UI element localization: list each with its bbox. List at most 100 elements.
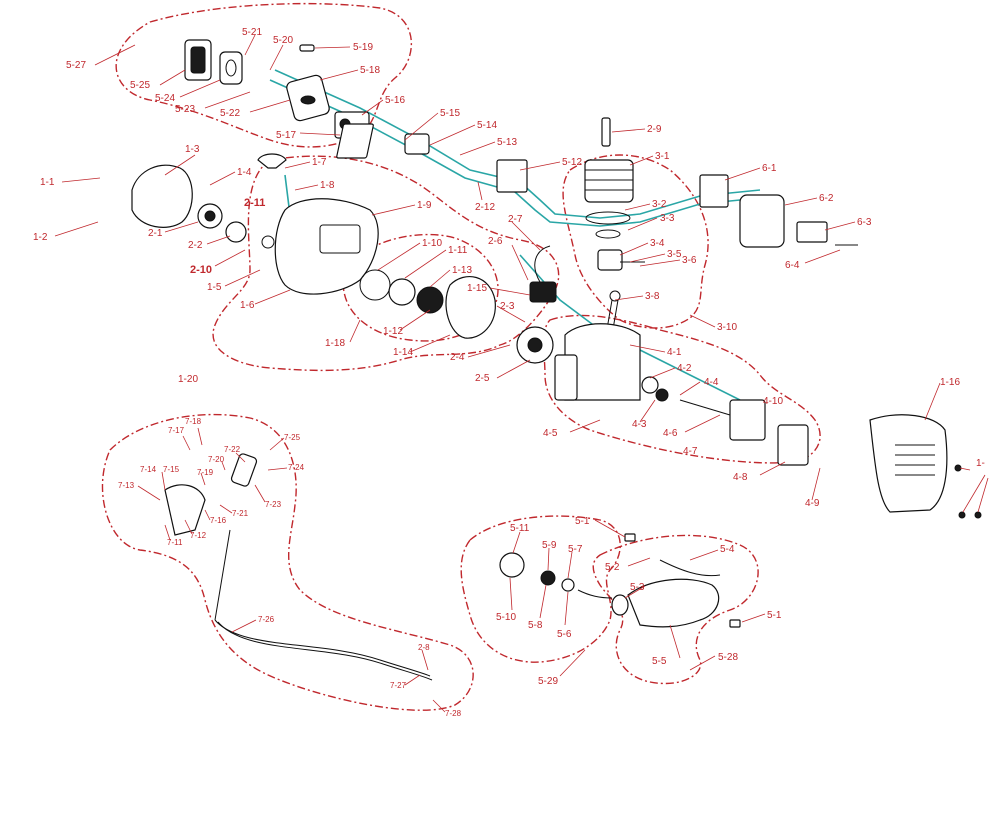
label-7-13: 7-13	[118, 481, 135, 490]
label-5-23: 5-23	[175, 104, 195, 115]
crankcase	[564, 323, 641, 401]
washer-2-10	[261, 235, 275, 249]
label-2-1: 2-1	[148, 228, 163, 239]
seal-ring-1-10	[359, 269, 391, 301]
ignition-coil	[529, 281, 557, 303]
label-4-5: 4-5	[543, 428, 558, 439]
label-7-15: 7-15	[163, 465, 180, 474]
crankcase-flange	[554, 354, 578, 401]
label-2-5: 2-5	[475, 373, 490, 384]
label-1-5: 1-5	[207, 282, 222, 293]
label-4-10: 4-10	[763, 396, 783, 407]
label-5-6: 5-6	[557, 629, 572, 640]
piston-ring	[595, 229, 621, 239]
label-4-8: 4-8	[733, 472, 748, 483]
label-2-11: 2-11	[244, 197, 265, 209]
carb-gasket-5-14	[336, 123, 374, 159]
label-6-1: 6-1	[762, 163, 777, 174]
label-7-16: 7-16	[210, 516, 227, 525]
flywheel-hub	[527, 337, 543, 353]
label-5-5: 5-5	[652, 656, 667, 667]
label-5-14: 5-14	[477, 120, 497, 131]
clip-5-1b	[729, 619, 741, 628]
label-5-11: 5-11	[510, 523, 530, 534]
label-5-16: 5-16	[385, 95, 405, 106]
label-5-8: 5-8	[528, 620, 543, 631]
label-7-20: 7-20	[208, 455, 225, 464]
air-filter-hole	[225, 59, 237, 77]
label-3-10: 3-10	[717, 322, 737, 333]
label-1-15: 1-15	[467, 283, 487, 294]
ignition-wire	[534, 245, 551, 283]
label-2-4: 2-4	[450, 352, 465, 363]
label-7-18: 7-18	[185, 417, 202, 426]
label-7-19: 7-19	[197, 468, 214, 477]
label-3-8: 3-8	[645, 291, 660, 302]
label-7-27: 7-27	[390, 681, 407, 690]
filter-5-9	[540, 570, 556, 586]
group-outline-7-28	[101, 413, 474, 711]
starter-pulley-inner	[204, 210, 216, 222]
fan-cover	[445, 276, 496, 339]
label-4-9: 4-9	[805, 498, 820, 509]
cylinder-gasket	[585, 211, 631, 225]
crankcase-cover-4-8	[777, 424, 809, 466]
fuel-tank-neck	[611, 594, 629, 616]
label-5-15: 5-15	[440, 108, 460, 119]
label-5-7: 5-7	[568, 544, 583, 555]
filter-5-7	[561, 578, 575, 592]
fan-housing	[274, 198, 379, 295]
label-5-3: 5-3	[630, 582, 645, 593]
label-4-1: 4-1	[667, 347, 682, 358]
label-1-4: 1-4	[237, 167, 252, 178]
label-2-8: 2-8	[418, 643, 430, 652]
label-2-2: 2-2	[188, 240, 203, 251]
muffler-gasket-6-1	[699, 174, 729, 208]
label-5-20: 5-20	[273, 35, 293, 46]
throttle-cable	[214, 529, 231, 621]
muffler-plate	[796, 221, 828, 243]
label-7-14: 7-14	[140, 465, 157, 474]
label-1-8: 1-8	[320, 180, 335, 191]
label-5-25: 5-25	[130, 80, 150, 91]
label-1-11: 1-11	[448, 245, 468, 256]
label-5-22: 5-22	[220, 108, 240, 119]
label-5-2: 5-2	[605, 562, 620, 573]
crankcase-cover-4-7	[729, 399, 766, 441]
label-1-10: 1-10	[422, 238, 442, 249]
label-5-12: 5-12	[562, 157, 582, 168]
screw-cover-2	[958, 511, 966, 519]
label-3-1: 3-1	[655, 151, 670, 162]
spark-plug	[601, 117, 611, 147]
label-2-3: 2-3	[500, 301, 515, 312]
label-1-14: 1-14	[393, 347, 413, 358]
fuel-cap	[499, 552, 525, 578]
throttle-body	[164, 484, 206, 536]
label-2-7: 2-7	[508, 214, 523, 225]
throttle-lever	[230, 453, 258, 487]
label-5-9: 5-9	[542, 540, 557, 551]
label-3-2: 3-2	[652, 199, 667, 210]
leader-lines	[54, 34, 989, 713]
label-4-4: 4-4	[704, 377, 719, 388]
plate-1-11	[388, 278, 416, 306]
label-7-21: 7-21	[232, 509, 249, 518]
screw-cover-3	[974, 511, 982, 519]
label-1-16: 1-16	[940, 377, 960, 388]
label-2-12: 2-12	[475, 202, 495, 213]
label-5-1-top: 5-1	[575, 516, 590, 527]
bolt-5-19	[299, 44, 315, 52]
label-5-17: 5-17	[276, 130, 296, 141]
connecting-rod-top	[609, 290, 621, 302]
starter-cover	[131, 164, 193, 228]
label-7-11: 7-11	[167, 538, 183, 547]
label-7-25: 7-25	[284, 433, 301, 442]
fuel-tank	[627, 578, 720, 628]
flow-line-upper	[274, 69, 761, 219]
label-5-19: 5-19	[353, 42, 373, 53]
label-5-21: 5-21	[242, 27, 262, 38]
label-6-3: 6-3	[857, 217, 872, 228]
label-4-2: 4-2	[677, 363, 692, 374]
clip-5-1a	[624, 533, 636, 542]
fuel-line	[577, 589, 613, 599]
